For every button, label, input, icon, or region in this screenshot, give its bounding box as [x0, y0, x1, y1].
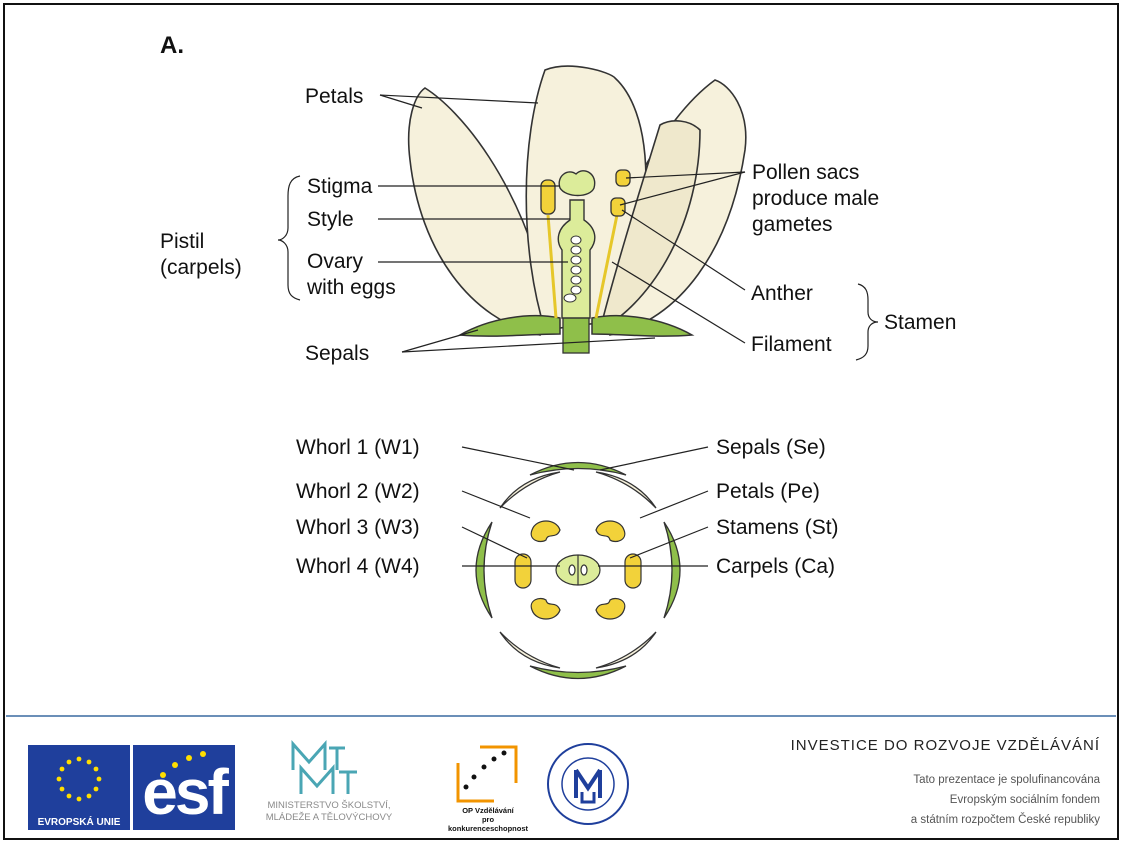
- label-petals: Petals: [305, 84, 363, 109]
- label-filament: Filament: [751, 332, 832, 357]
- whorl-label-w1: Whorl 1 (W1): [296, 435, 420, 460]
- esf-logo-label: esf: [133, 758, 235, 826]
- op-logo-text: OP Vzdělávání pro konkurenceschopnost: [443, 806, 533, 833]
- sepal-right: [592, 316, 692, 336]
- anther-left: [541, 180, 555, 214]
- stigma: [559, 171, 594, 196]
- msmt-line1: MINISTERSTVO ŠKOLSTVÍ,: [244, 800, 414, 812]
- organ-label-petals: Petals (Pe): [716, 479, 820, 504]
- whorl-label-w4: Whorl 4 (W4): [296, 554, 420, 579]
- label-pistil-line1: Pistil: [160, 229, 204, 254]
- organ-label-sepals: Sepals (Se): [716, 435, 826, 460]
- op-line1: OP Vzdělávání: [443, 806, 533, 815]
- invest-line3: a státním rozpočtem České republiky: [911, 810, 1100, 830]
- carpel-shape: [556, 555, 600, 585]
- eu-logo-label: EVROPSKÁ UNIE: [28, 817, 130, 829]
- flower-section-diagram: [0, 0, 1124, 420]
- label-pollen-line1: Pollen sacs: [752, 160, 859, 185]
- label-style: Style: [307, 207, 354, 232]
- invest-line2: Evropským sociálním fondem: [911, 790, 1100, 810]
- op-line2: pro konkurenceschopnost: [443, 815, 533, 833]
- footer-divider: [6, 715, 1116, 717]
- label-pollen-line2: produce male: [752, 186, 879, 211]
- op-vzdelavani-logo: [450, 743, 526, 805]
- label-ovary-line2: with eggs: [307, 275, 396, 300]
- label-sepals: Sepals: [305, 341, 369, 366]
- anther-right: [611, 198, 625, 216]
- masaryk-university-seal: [546, 742, 630, 826]
- organ-label-carpels: Carpels (Ca): [716, 554, 835, 579]
- label-anther: Anther: [751, 281, 813, 306]
- sepal-left: [460, 316, 560, 336]
- msmt-logo: [285, 740, 375, 798]
- label-stigma: Stigma: [307, 174, 372, 199]
- label-pistil-line2: (carpels): [160, 255, 242, 280]
- label-pollen-line3: gametes: [752, 212, 833, 237]
- whorl-label-w3: Whorl 3 (W3): [296, 515, 420, 540]
- msmt-logo-text: MINISTERSTVO ŠKOLSTVÍ, MLÁDEŽE A TĚLOVÝC…: [244, 800, 414, 824]
- msmt-line2: MLÁDEŽE A TĚLOVÝCHOVY: [244, 812, 414, 824]
- investment-title: INVESTICE DO ROZVOJE VZDĚLÁVÁNÍ: [791, 737, 1100, 754]
- investment-subtext: Tato prezentace je spolufinancována Evro…: [911, 770, 1100, 830]
- label-ovary-line1: Ovary: [307, 249, 363, 274]
- label-stamen: Stamen: [884, 310, 956, 335]
- organ-label-stamens: Stamens (St): [716, 515, 839, 540]
- receptacle-stem: [563, 315, 589, 353]
- invest-line1: Tato prezentace je spolufinancována: [911, 770, 1100, 790]
- whorl-label-w2: Whorl 2 (W2): [296, 479, 420, 504]
- floral-whorl-diagram: [0, 420, 1124, 710]
